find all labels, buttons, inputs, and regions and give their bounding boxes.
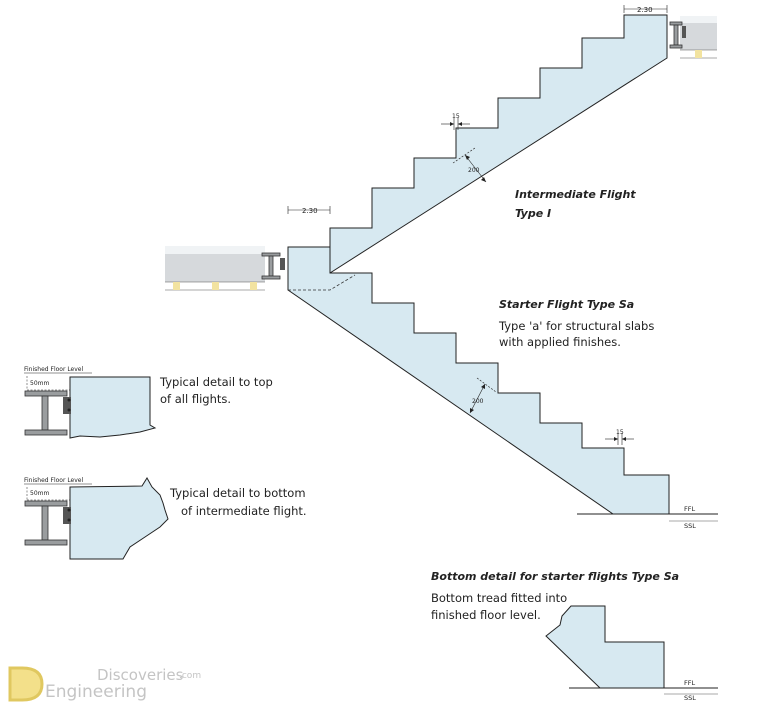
watermark-discoveries: Discoveries [97, 666, 184, 684]
detail-top-of-flights: Finished Floor Level 50mm Typical detail… [24, 366, 273, 439]
detail-bottom-starter: Bottom detail for starter flights Type S… [431, 570, 718, 702]
starter-ffl-label: FFL [684, 505, 695, 513]
detail-bottom-floor-label: Finished Floor Level [24, 477, 83, 484]
detail-top-floor-label: Finished Floor Level [24, 366, 83, 373]
intermediate-waist-dimension: 200 [452, 147, 487, 183]
starter-flight [287, 246, 670, 515]
top-landing-dimension: 2.30 [623, 5, 668, 14]
mid-landing-dimension: 2.30 [287, 206, 331, 215]
svg-text:15: 15 [452, 113, 460, 120]
watermark-logo: Discoveries .com Engineering [8, 666, 201, 702]
detail-top-caption-2: of all flights. [160, 392, 231, 406]
svg-text:2.30: 2.30 [302, 207, 318, 215]
watermark-domain: .com [179, 671, 201, 681]
detail-bottom-of-intermediate: Finished Floor Level 50mm Typical detail… [24, 477, 307, 560]
starter-waist-dimension: 200 [469, 377, 497, 414]
watermark-engineering: Engineering [45, 682, 147, 702]
landing-floor-slab [165, 246, 285, 291]
detail-top-mm-label: 50mm [30, 380, 49, 387]
starter-nosing-dimension: 15 [605, 429, 634, 445]
svg-text:15: 15 [616, 429, 624, 436]
bottom-detail-title: Bottom detail for starter flights Type S… [431, 570, 679, 583]
landing-steel-beam [261, 252, 285, 280]
svg-text:200: 200 [472, 398, 484, 405]
bottom-detail-ssl: SSL [684, 694, 696, 702]
bottom-detail-ffl: FFL [684, 679, 695, 687]
svg-text:2.30: 2.30 [637, 6, 653, 14]
intermediate-flight-type: Type I [515, 207, 551, 220]
starter-flight-title: Starter Flight Type Sa [499, 298, 634, 311]
svg-text:200: 200 [468, 167, 480, 174]
intermediate-nosing-dimension: 15 [441, 113, 470, 130]
top-steel-beam [669, 21, 686, 49]
bottom-detail-line-2: finished floor level. [431, 608, 541, 622]
detail-bottom-caption-2: of intermediate flight. [181, 504, 307, 518]
top-floor-slab [669, 16, 717, 59]
bottom-detail-line-1: Bottom tread fitted into [431, 591, 567, 605]
intermediate-flight-title: Intermediate Flight [515, 188, 636, 201]
starter-ssl-label: SSL [684, 522, 696, 530]
starter-flight-desc-2: with applied finishes. [499, 335, 621, 349]
detail-bottom-mm-label: 50mm [30, 490, 49, 497]
detail-bottom-caption-1: Typical detail to bottom [169, 486, 306, 500]
detail-top-caption-1: Typical detail to top [159, 375, 273, 389]
intermediate-flight [329, 14, 668, 274]
starter-flight-desc-1: Type 'a' for structural slabs [498, 319, 654, 333]
